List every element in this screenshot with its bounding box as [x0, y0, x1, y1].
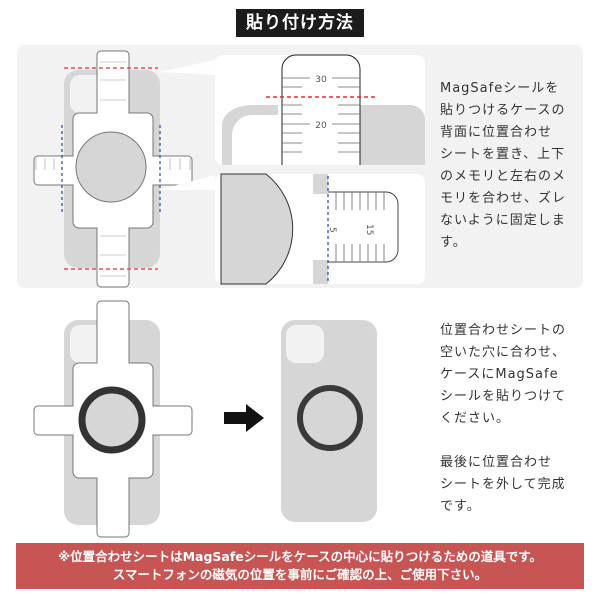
magsafe-position-circle [75, 131, 147, 203]
ruler-label-20: 20 [315, 121, 327, 131]
notice-banner: ※位置合わせシートはMagSafeシールをケースの中心に貼りつけるための道具です… [16, 543, 584, 589]
ruler-label-15: 15 [364, 224, 374, 235]
ruler-label-5: 5 [327, 227, 337, 233]
magsafe-seal-ring [78, 386, 146, 454]
step1-description: MagSafeシールを 貼りつけるケースの 背面に位置合わせ シートを置き、上下… [440, 81, 567, 250]
step2-description: 位置合わせシートの 空いた穴に合わせ、 ケースにMagSafe シールを貼りつけ… [440, 323, 567, 514]
notice-line2: スマートフォンの磁気の位置を事前にご確認の上、ご使用下さい。 [112, 567, 488, 582]
result-phone-case [281, 320, 377, 522]
notice-line1: ※位置合わせシートはMagSafeシールをケースの中心に貼りつけるための道具です… [57, 549, 543, 564]
ruler-label-30: 30 [315, 75, 327, 85]
page-title: 貼り付け方法 [236, 9, 364, 37]
arrow-right-icon [224, 404, 264, 432]
result-magsafe-ring [297, 385, 363, 451]
